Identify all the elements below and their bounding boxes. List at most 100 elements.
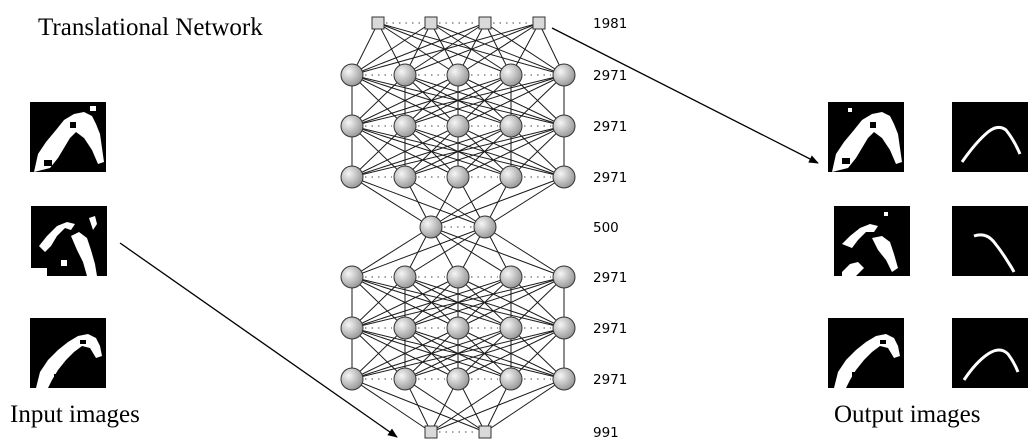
layer-size-label: 2971: [593, 321, 627, 337]
square-unit: [478, 425, 492, 439]
connection-edge: [510, 276, 565, 329]
neuron-node: [552, 114, 576, 138]
layer-size-label: 2971: [593, 170, 627, 186]
output-images-caption: Output images: [834, 401, 981, 428]
neuron-node: [446, 165, 470, 189]
connection-edge: [457, 276, 565, 329]
square-unit: [478, 16, 492, 30]
neuron-node: [499, 114, 523, 138]
input-image-2: [31, 206, 107, 276]
connection-edge: [430, 176, 565, 228]
connection-edge: [457, 125, 565, 178]
layer-size-label: 2971: [593, 372, 627, 388]
output-image-1a: [828, 102, 904, 172]
layer-ellipsis-dots: [365, 22, 551, 433]
neuron-node: [340, 316, 364, 340]
connection-edge: [351, 327, 459, 380]
connection-edge: [351, 276, 565, 329]
layer-size-label: 2971: [593, 68, 627, 84]
connection-edge: [351, 276, 406, 329]
connection-edge: [404, 276, 565, 329]
neuron-node: [419, 215, 443, 239]
network-title: Translational Network: [38, 14, 263, 41]
square-unit: [424, 16, 438, 30]
input-image-3: [30, 318, 106, 388]
neuron-node: [552, 165, 576, 189]
connection-edge: [351, 327, 565, 380]
output-image-2a: [834, 206, 910, 276]
connection-edge: [430, 378, 565, 433]
neuron-node: [340, 265, 364, 289]
connection-edge: [351, 226, 486, 278]
output-image-1b: [952, 102, 1028, 172]
neuron-node: [499, 165, 523, 189]
connection-edge: [351, 74, 406, 127]
layer-size-labels: 1981 2971 2971 2971 500 2971 2971 2971 991: [593, 16, 627, 440]
connection-edge: [457, 74, 565, 127]
connection-edge: [351, 378, 432, 433]
neuron-node: [499, 63, 523, 87]
neuron-node: [552, 316, 576, 340]
neuron-node: [473, 215, 497, 239]
neuron-node: [393, 367, 417, 391]
square-unit: [371, 16, 385, 30]
connection-edge: [351, 125, 565, 178]
neuron-node: [340, 165, 364, 189]
network-edges: [351, 22, 565, 433]
connection-edge: [351, 22, 486, 76]
neuron-node: [499, 316, 523, 340]
square-unit: [424, 425, 438, 439]
connection-edge: [510, 327, 565, 380]
neuron-node: [393, 165, 417, 189]
neuron-node: [552, 265, 576, 289]
connection-edge: [351, 125, 459, 178]
connection-edge: [351, 74, 512, 127]
connection-edge: [351, 276, 459, 329]
layer-size-label: 2971: [593, 119, 627, 135]
connection-edge: [351, 327, 512, 380]
output-image-3a: [828, 318, 904, 388]
layer-size-label: 500: [593, 220, 619, 236]
neuron-node: [340, 114, 364, 138]
connection-edge: [351, 125, 406, 178]
output-image-2b: [952, 206, 1028, 276]
connection-edge: [510, 125, 565, 178]
neuron-node: [393, 114, 417, 138]
connection-edge: [484, 378, 565, 433]
connection-edge: [484, 176, 565, 228]
layer-size-label: 991: [593, 425, 619, 440]
layer-size-label: 2971: [593, 270, 627, 286]
connection-edge: [404, 74, 565, 127]
network-nodes: [340, 16, 576, 439]
connection-edge: [351, 22, 540, 76]
square-unit: [532, 16, 546, 30]
connection-edge: [484, 226, 565, 278]
neuron-node: [446, 114, 470, 138]
connection-edge: [457, 22, 540, 76]
connection-edge: [351, 125, 512, 178]
connection-edge: [457, 327, 565, 380]
connection-edge: [430, 176, 512, 228]
connection-edge: [510, 74, 565, 127]
connection-edge: [351, 226, 432, 278]
neuron-node: [446, 265, 470, 289]
connection-edge: [351, 22, 432, 76]
connection-edge: [404, 22, 540, 76]
output-image-3b: [952, 318, 1028, 388]
connection-edge: [430, 378, 512, 433]
neuron-node: [340, 63, 364, 87]
connection-edge: [351, 327, 406, 380]
arrow-to-output: [551, 27, 819, 164]
connection-edge: [404, 226, 486, 278]
neuron-node: [499, 367, 523, 391]
neuron-node: [552, 367, 576, 391]
layer-size-label: 1981: [593, 16, 627, 32]
connection-edge: [404, 125, 565, 178]
neuron-node: [552, 63, 576, 87]
input-images-caption: Input images: [10, 401, 140, 428]
neuron-node: [446, 316, 470, 340]
neuron-node: [499, 265, 523, 289]
neuron-node: [446, 63, 470, 87]
input-image-1: [30, 102, 106, 172]
